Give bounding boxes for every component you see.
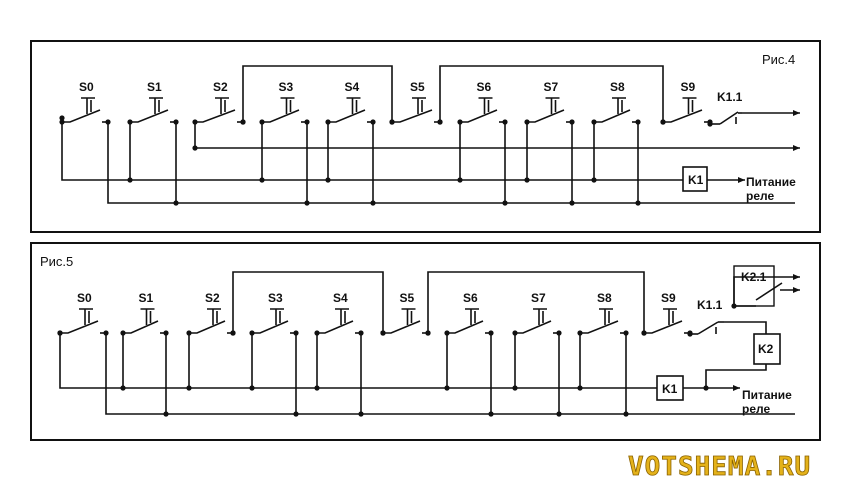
switch-s8-fig5: S8 (577, 291, 629, 336)
site-watermark: VOTSHEMA.RU (628, 452, 811, 482)
switch-label: S1 (147, 80, 162, 94)
figure-4-caption: Рис.4 (762, 52, 795, 67)
switch-s7-fig4: S7 (524, 80, 575, 125)
k2-1-label: K2.1 (741, 270, 767, 284)
k1-1-contact-fig5 (697, 321, 724, 335)
relay-k1 (682, 166, 708, 192)
switch-s1-fig5: S1 (120, 291, 169, 336)
switch-s4-fig4: S4 (325, 80, 376, 125)
switch-s8-fig4: S8 (591, 80, 641, 125)
switch-label: S7 (531, 291, 546, 305)
switch-s3-fig5: S3 (249, 291, 299, 336)
switch-label: S6 (463, 291, 478, 305)
switch-s7-fig5: S7 (512, 291, 562, 336)
switch-label: S5 (400, 291, 415, 305)
switch-s6-fig5: S6 (444, 291, 494, 336)
switch-label: S2 (213, 80, 228, 94)
switch-label: S1 (139, 291, 154, 305)
switch-s4-fig5: S4 (314, 291, 364, 336)
switch-label: S4 (333, 291, 348, 305)
switch-label: S6 (477, 80, 492, 94)
switch-s1-fig4: S1 (127, 80, 179, 125)
k1-1-label: K1.1 (717, 90, 743, 104)
figure-5: Рис.5 (30, 242, 821, 441)
figure-4-frame (30, 40, 821, 233)
switch-label: S3 (268, 291, 283, 305)
supply-label-line2: реле (746, 189, 774, 203)
switch-s5-fig4: S5 (389, 80, 443, 125)
figure-4: Рис.4 (30, 40, 821, 233)
figure-5-frame (30, 242, 821, 441)
relay-k2-label: K2 (758, 342, 774, 356)
switch-label: S9 (661, 291, 676, 305)
switch-label: S7 (544, 80, 559, 94)
switch-label: S8 (597, 291, 612, 305)
supply-label-line2-fig5: реле (742, 402, 770, 416)
switch-s0-fig5: S0 (57, 291, 109, 336)
switch-s9-fig4: S9 (660, 80, 713, 125)
relay-k2 (753, 333, 781, 365)
relay-k1-label: K1 (688, 173, 704, 187)
k2-1-contact (733, 265, 775, 307)
switch-label: S3 (279, 80, 294, 94)
figure-5-caption: Рис.5 (40, 254, 73, 269)
switch-label: S5 (410, 80, 425, 94)
k1-1-label-fig5: K1.1 (697, 298, 723, 312)
supply-label-line1: Питание (746, 175, 796, 189)
relay-k1-label-fig5: K1 (662, 382, 678, 396)
switch-s2-fig5: S2 (186, 291, 236, 336)
switch-label: S0 (79, 80, 94, 94)
switch-label: S4 (345, 80, 360, 94)
switch-s3-fig4: S3 (259, 80, 310, 125)
supply-label-line1-fig5: Питание (742, 388, 792, 402)
k1-1-contact (719, 111, 742, 125)
switch-label: S2 (205, 291, 220, 305)
switch-s0-fig4: S0 (59, 80, 111, 125)
switch-s6-fig4: S6 (457, 80, 508, 125)
switch-s5-fig5: S5 (380, 291, 431, 336)
switch-s2-fig4: S2 (192, 80, 246, 125)
switch-s9-fig5: S9 (641, 291, 693, 336)
switch-label: S0 (77, 291, 92, 305)
switch-label: S9 (681, 80, 696, 94)
relay-k1-fig5 (656, 375, 684, 401)
switch-label: S8 (610, 80, 625, 94)
